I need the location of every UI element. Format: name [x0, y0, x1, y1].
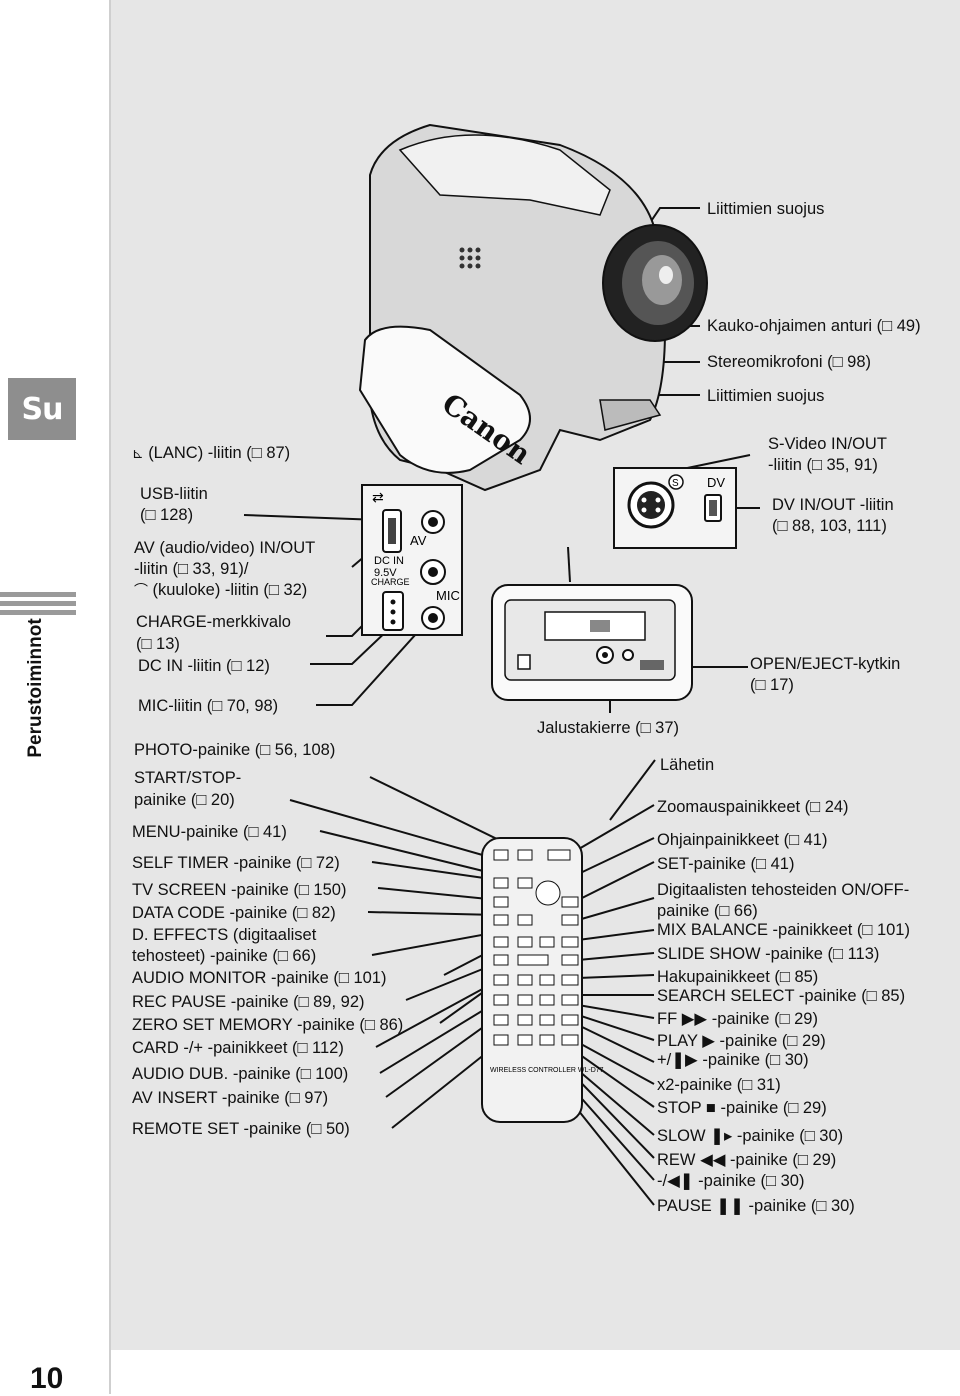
remote-model-text: WIRELESS CONTROLLER WL-D77: [490, 1067, 604, 1074]
charge-label-2: (□ 13): [136, 635, 180, 653]
effects-label-1: D. EFFECTS (digitaaliset: [132, 926, 317, 944]
stop-label: STOP ■ -painike (□ 29): [657, 1099, 827, 1117]
avinsert-label: AV INSERT -painike (□ 97): [132, 1089, 329, 1107]
photo-label: PHOTO-painike (□ 56, 108): [134, 741, 336, 759]
sidebar-stripe: [0, 601, 76, 606]
connector-panel-left: DC IN 9.5V CHARGE AV MIC ⇄: [361, 484, 463, 636]
svideo-label-2: -liitin (□ 35, 91): [768, 456, 878, 474]
mixbalance-label: MIX BALANCE -painikkeet (□ 101): [657, 921, 910, 939]
sidebar-divider: [109, 0, 111, 1394]
play-label: PLAY ▶ -painike (□ 29): [657, 1032, 826, 1050]
mic-text: MIC: [436, 588, 460, 603]
tripod-label: Jalustakierre (□ 37): [537, 719, 680, 737]
ff-label: FF ▶▶ -painike (□ 29): [657, 1010, 818, 1028]
audiodub-label: AUDIO DUB. -painike (□ 100): [132, 1065, 349, 1083]
lanc-label: ⊾ (LANC) -liitin (□ 87): [132, 444, 291, 462]
svideo-label-1: S-Video IN/OUT: [768, 435, 887, 453]
openeject-label-2: (□ 17): [750, 676, 794, 694]
effects-label-2: tehosteet) -painike (□ 66): [132, 947, 317, 965]
dc-in-text: DC IN: [374, 555, 404, 567]
searchselect-label: SEARCH SELECT -painike (□ 85): [657, 987, 906, 1005]
dcin-label: DC IN -liitin (□ 12): [138, 657, 270, 675]
dv-text: DV: [707, 475, 725, 490]
connector-panel-right: S DV: [613, 467, 737, 549]
menu-label: MENU-painike (□ 41): [132, 823, 287, 841]
card-label: CARD -/+ -painikkeet (□ 112): [132, 1039, 344, 1057]
transmitter-label: Lähetin: [660, 756, 715, 774]
recpause-label: REC PAUSE -painike (□ 89, 92): [132, 993, 365, 1011]
usb-label-1: USB-liitin: [140, 485, 208, 503]
sidebar-stripe: [0, 592, 76, 597]
slideshow-label: SLIDE SHOW -painike (□ 113): [657, 945, 880, 963]
plusframe-label: +/❚▶ -painike (□ 30): [657, 1051, 809, 1069]
dv-label-1: DV IN/OUT -liitin: [772, 496, 894, 514]
av-label-2: -liitin (□ 33, 91)/: [134, 560, 249, 578]
remote-control: WIRELESS CONTROLLER WL-D77: [481, 837, 604, 1123]
pause-label: PAUSE ❚❚ -painike (□ 30): [657, 1197, 855, 1215]
svg-text:S: S: [672, 478, 679, 489]
charge-label-1: CHARGE-merkkivalo: [136, 613, 291, 631]
page-number: 10: [30, 1362, 64, 1395]
svg-text:⇄: ⇄: [372, 490, 384, 506]
mic-label: MIC-liitin (□ 70, 98): [138, 697, 279, 715]
search-label: Hakupainikkeet (□ 85): [657, 968, 819, 986]
startstop-label-1: START/STOP-: [134, 769, 242, 787]
headphone-icon: ⌒: [134, 583, 153, 599]
remoteset-label: REMOTE SET -painike (□ 50): [132, 1120, 350, 1138]
voltage-text: 9.5V: [374, 567, 397, 579]
remote-sensor-label: Kauko-ohjaimen anturi (□ 49): [707, 317, 921, 335]
language-tab: Su: [8, 378, 76, 440]
zoom-label: Zoomauspainikkeet (□ 24): [657, 798, 849, 816]
cover-2-label: Liittimien suojus: [707, 387, 825, 405]
control-label: Ohjainpainikkeet (□ 41): [657, 831, 828, 849]
av-label-1: AV (audio/video) IN/OUT: [134, 539, 316, 557]
slow-label: SLOW ❚▸ -painike (□ 30): [657, 1127, 844, 1145]
charge-text: CHARGE: [371, 577, 410, 587]
dv-label-2: (□ 88, 103, 111): [772, 517, 887, 535]
cover-top-label: Liittimien suojus: [707, 200, 825, 218]
tvscreen-label: TV SCREEN -painike (□ 150): [132, 881, 347, 899]
stereo-mic-label: Stereomikrofoni (□ 98): [707, 353, 872, 371]
x2-label: x2-painike (□ 31): [657, 1076, 781, 1094]
zeroset-label: ZERO SET MEMORY -painike (□ 86): [132, 1016, 404, 1034]
digital-label-1: Digitaalisten tehosteiden ON/OFF-: [657, 881, 910, 899]
set-label: SET-painike (□ 41): [657, 855, 795, 873]
usb-label-2: (□ 128): [140, 506, 194, 524]
datacode-label: DATA CODE -painike (□ 82): [132, 904, 336, 922]
startstop-label-2: painike (□ 20): [134, 791, 235, 809]
camcorder-body: Canon: [358, 123, 708, 492]
av-text: AV: [410, 533, 427, 548]
digital-label-2: painike (□ 66): [657, 902, 758, 920]
sidebar-stripe: [0, 610, 76, 615]
sidebar: Su Perustoiminnot 10: [0, 0, 110, 1395]
audiomonitor-label: AUDIO MONITOR -painike (□ 101): [132, 969, 387, 987]
camcorder-bottom-view: [491, 584, 693, 701]
minusframe-label: -/◀❚ -painike (□ 30): [657, 1172, 805, 1190]
openeject-label-1: OPEN/EJECT-kytkin: [750, 655, 901, 673]
av-label-3: ⌒ (kuuloke) -liitin (□ 32): [134, 581, 308, 599]
rew-label: REW ◀◀ -painike (□ 29): [657, 1151, 837, 1169]
selftimer-label: SELF TIMER -painike (□ 72): [132, 854, 340, 872]
